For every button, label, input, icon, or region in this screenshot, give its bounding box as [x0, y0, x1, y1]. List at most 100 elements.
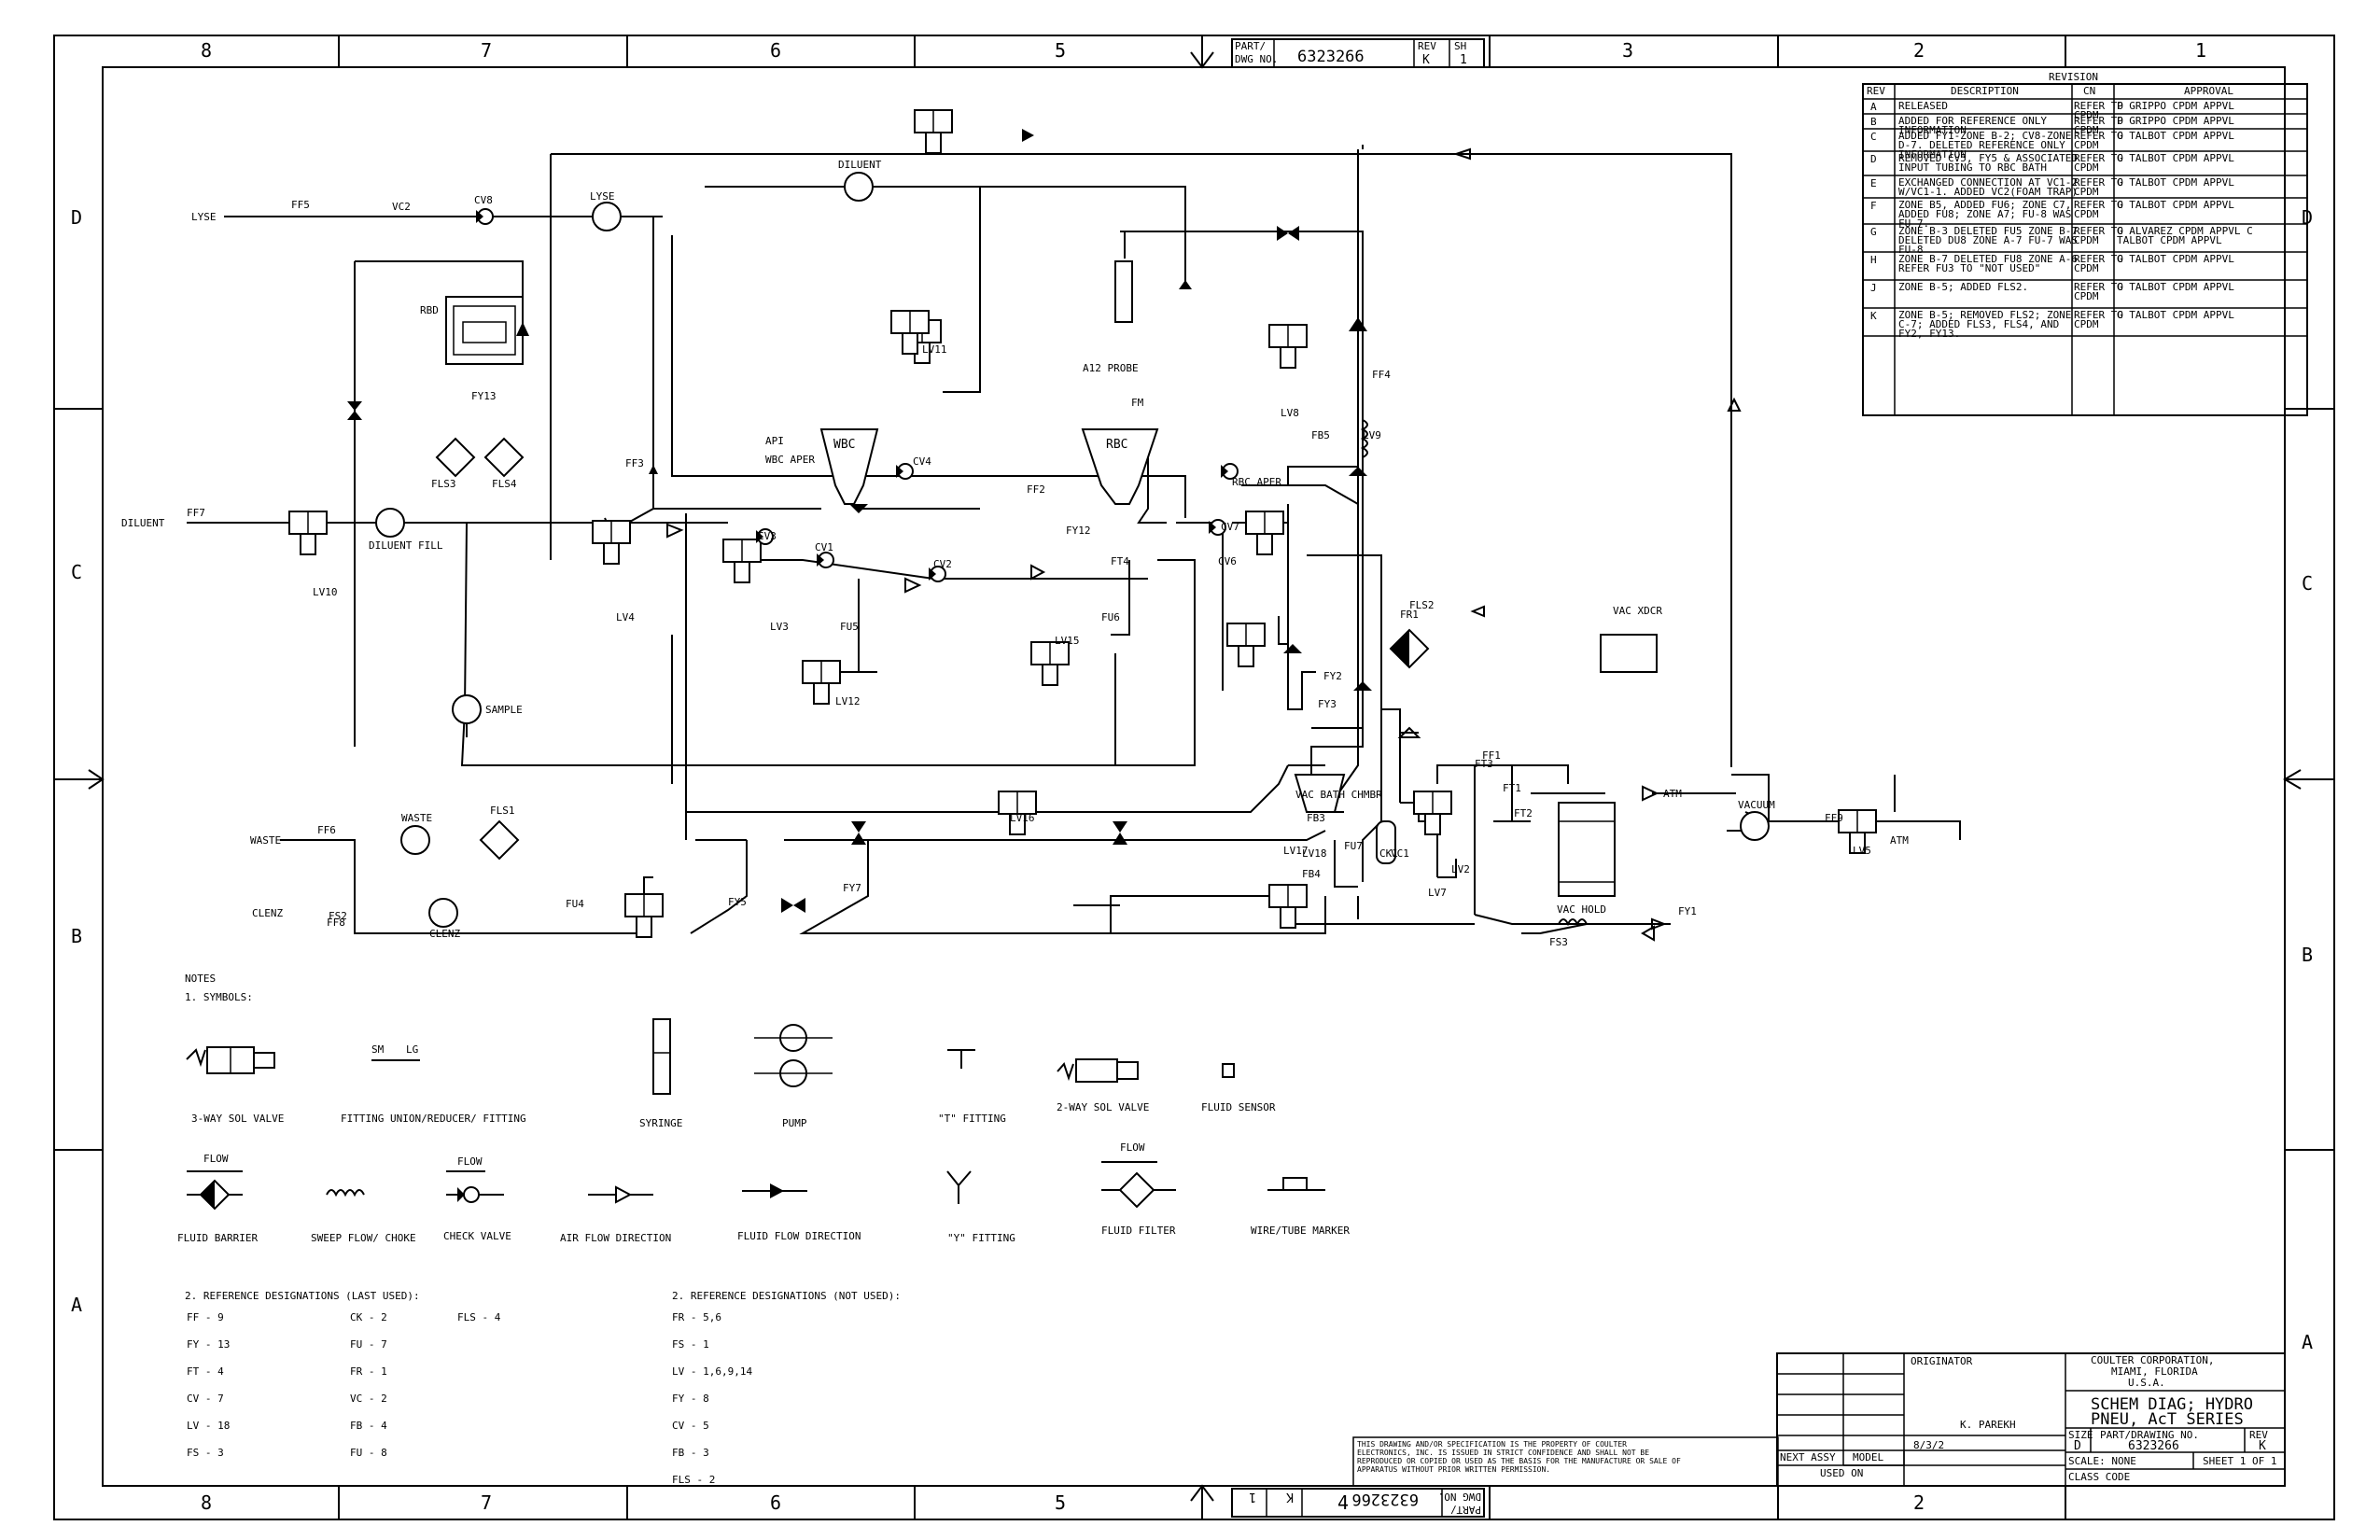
component-tag: FLS1 [490, 805, 515, 817]
notes-item1: 1. SYMBOLS: [185, 991, 253, 1003]
svg-text:SIZE: SIZE [2068, 1429, 2093, 1441]
revision-row-desc: D-7. DELETED REFERENCE ONLY [1898, 139, 2065, 151]
svg-text:FITTING UNION/REDUCER/ FITTING: FITTING UNION/REDUCER/ FITTING [341, 1113, 526, 1125]
component-tag: FY12 [1066, 525, 1091, 537]
svg-text:AIR FLOW DIRECTION: AIR FLOW DIRECTION [560, 1232, 671, 1244]
revision-title: REVISION [2049, 71, 2098, 83]
component-tag: LV3 [770, 621, 789, 633]
svg-text:CN: CN [2083, 85, 2095, 97]
svg-text:REV: REV [1867, 85, 1885, 97]
revision-row-desc: INFORMATION [1898, 148, 1967, 161]
component-tag: FT2 [1514, 807, 1533, 819]
revision-row-cn: REFER TO [2074, 152, 2123, 164]
component-tag: LV18 [1302, 847, 1327, 860]
revision-row-desc: ZONE B-5; ADDED FLS2. [1898, 281, 2028, 293]
zone-right-a: A [2302, 1331, 2313, 1353]
revision-row-cn: REFER TO [2074, 253, 2123, 265]
component-tag: FR1 [1400, 609, 1419, 621]
revision-row-desc: FY2, FY13. [1898, 328, 1960, 340]
svg-text:PART/: PART/ [1450, 1504, 1481, 1516]
ref-used-item: FLS - 4 [457, 1311, 501, 1323]
svg-text:FLUID FLOW DIRECTION: FLUID FLOW DIRECTION [737, 1230, 861, 1242]
solenoid-valve [1030, 641, 1070, 686]
revision-row-cn: REFER TO [2074, 281, 2123, 293]
waste-pump-label: WASTE [401, 812, 432, 824]
component-tag: LV9 [1363, 429, 1381, 441]
component-tag: FU7 [1344, 840, 1363, 852]
symbol-sweep-choke: SWEEP FLOW/ CHOKE [311, 1189, 416, 1244]
clenz-pump-label: CLENZ [429, 928, 460, 940]
solenoid-valve [1268, 324, 1308, 369]
component-tag: LV16 [1010, 812, 1035, 824]
ref-used-item: FF - 9 [187, 1311, 224, 1323]
schematic-labels: LYSE DILUENT WASTE CLENZ RBD WBC RBC DIL… [121, 159, 1909, 948]
revision-row-desc: ADDED FOR REFERENCE ONLY [1898, 115, 2047, 127]
solenoid-valve [802, 660, 841, 705]
component-tag: LV7 [1428, 887, 1447, 899]
symbol-air-flow: AIR FLOW DIRECTION [560, 1185, 671, 1244]
rbd-label: RBD [420, 304, 439, 316]
svg-text:USED ON: USED ON [1820, 1467, 1863, 1479]
component-tag: CV2 [933, 558, 952, 570]
component-tag: VC2 [392, 201, 411, 213]
clenz-inlet-label: CLENZ [252, 907, 283, 919]
component-tag: CK1 [1379, 847, 1398, 860]
drawing-title-2: PNEU, AcT SERIES [2091, 1410, 2244, 1429]
ff4-coil [1360, 419, 1368, 458]
revision-row-desc: ADDED FY1-ZONE B-2; CV8-ZONE [1898, 130, 2071, 142]
scale: SCALE: NONE [2068, 1455, 2136, 1467]
zone-top-8: 8 [201, 39, 212, 62]
class-code: CLASS CODE [2068, 1471, 2130, 1483]
svg-text:U.S.A.: U.S.A. [2128, 1377, 2165, 1389]
revision-row-desc: INFORMATION [1898, 124, 1967, 136]
component-tag: LV15 [1055, 635, 1080, 647]
component-tag: CV4 [913, 455, 931, 468]
component-tag: CV6 [1218, 555, 1237, 567]
proprietary-notice: ELECTRONICS, INC. IS ISSUED IN STRICT CO… [1357, 1449, 1649, 1457]
sample-pump-symbol [452, 694, 482, 724]
top-part-block: PART/ DWG NO. 6323266 REV K SH 1 [1231, 38, 1485, 68]
api-label: API [765, 435, 784, 447]
ref-unused-item: CV - 5 [672, 1420, 709, 1432]
ref-unused-item: FLS - 2 [672, 1474, 715, 1486]
revision-row-rev: B [1870, 116, 1877, 128]
lyse-pump-symbol [592, 202, 622, 231]
zone-right-c: C [2302, 572, 2313, 595]
probe-syringe [1114, 260, 1133, 323]
solenoid-valve [1226, 623, 1266, 667]
check-valve [929, 566, 946, 582]
svg-text:MIAMI, FLORIDA: MIAMI, FLORIDA [2111, 1365, 2198, 1378]
svg-text:"T" FITTING: "T" FITTING [938, 1113, 1006, 1125]
bottom-part-number: 6323266 [1351, 1490, 1419, 1508]
component-tag: FF2 [1027, 483, 1045, 496]
revision-row-desc: EXCHANGED CONNECTION AT VC1-2 [1898, 176, 2078, 189]
solenoid-valve [592, 520, 631, 565]
svg-text:K: K [1286, 1490, 1294, 1504]
symbol-2way-valve: 2-WAY SOL VALVE [1057, 1058, 1149, 1113]
revision-row-cn: CPDM [2074, 124, 2099, 136]
component-tag: FS3 [1549, 936, 1568, 948]
zone-left-a: A [71, 1294, 82, 1316]
rbc-chamber [1081, 428, 1159, 505]
svg-text:CHECK VALVE: CHECK VALVE [443, 1230, 511, 1242]
component-tag: FF3 [625, 457, 644, 469]
revision-row-approval: TALBOT CPDM APPVL [2117, 234, 2222, 246]
ref-unused-item: FY - 8 [672, 1393, 709, 1405]
zone-left-d: D [71, 206, 82, 229]
revision-row-cn: REFER TO [2074, 115, 2123, 127]
component-tag: FF5 [291, 199, 310, 211]
check-valve [756, 528, 774, 545]
symbol-fitting: SM LG FITTING UNION/REDUCER/ FITTING [341, 1043, 526, 1125]
svg-text:"Y" FITTING: "Y" FITTING [947, 1232, 1015, 1244]
symbol-fluid-barrier: FLOW FLUID BARRIER [177, 1153, 258, 1244]
size-value: D [2074, 1439, 2081, 1453]
component-tag: FT1 [1503, 782, 1521, 794]
diluent-fill-label: DILUENT FILL [369, 539, 443, 552]
revision-row-cn: REFER TO [2074, 309, 2123, 321]
revision-row-rev: E [1870, 177, 1877, 189]
component-tag: LV10 [313, 586, 338, 598]
diluent-inlet-label: DILUENT [121, 517, 165, 529]
atm-label-1: ATM [1663, 788, 1682, 800]
component-tag: LV4 [616, 611, 635, 623]
